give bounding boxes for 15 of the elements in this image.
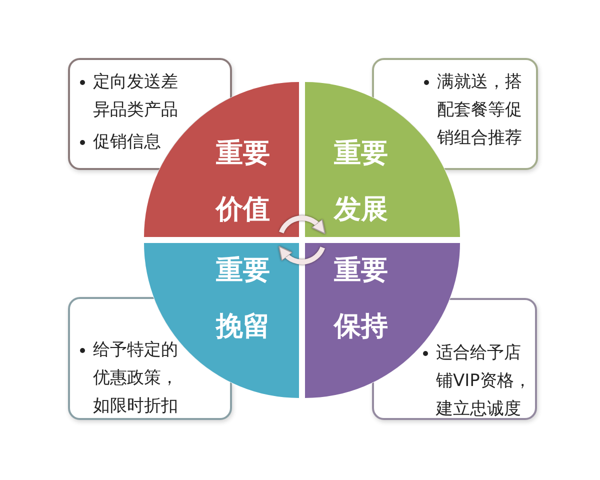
quadrant-label: 发展 bbox=[334, 195, 388, 225]
bullet-text: 促销信息 bbox=[93, 131, 162, 154]
quadrant-label: 重要 bbox=[334, 139, 388, 169]
quadrant-label: 重要 bbox=[334, 256, 388, 286]
bullet-text: 满就送，搭配套餐等促销组合推荐 bbox=[437, 71, 523, 150]
quadrant-label: 重要 bbox=[216, 139, 270, 169]
bullet-text: 给予特定的优惠政策，如限时折扣 bbox=[93, 339, 179, 418]
quadrant-label: 保持 bbox=[334, 312, 388, 342]
quadrant-label: 价值 bbox=[216, 195, 270, 225]
quadrant-label: 重要 bbox=[216, 256, 270, 286]
cycle-arrow bbox=[278, 246, 325, 264]
quadrant-label: 挽留 bbox=[216, 312, 270, 342]
bullet-text: 适合给予店铺VIP资格，建立忠诚度 bbox=[436, 342, 532, 421]
cycle-arrow bbox=[279, 216, 326, 234]
bullet-text: 定向发送差异品类产品 bbox=[93, 71, 179, 122]
